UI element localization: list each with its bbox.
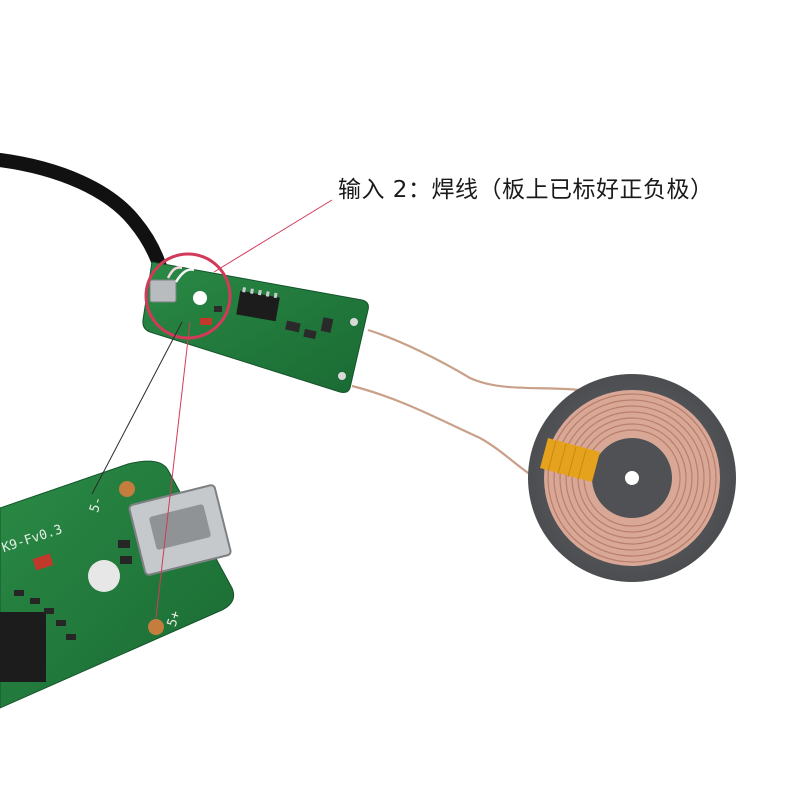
silk-pad-negative-text: 5- xyxy=(87,495,106,515)
pad-negative xyxy=(119,481,135,497)
annotation-caption: 输入 2：焊线（板上已标好正负极） xyxy=(338,177,714,203)
silk-pad-positive-text: 5+ xyxy=(165,609,184,629)
callout-line-caption xyxy=(213,199,333,273)
callout-line-positive xyxy=(155,321,191,619)
charging-coil xyxy=(528,374,736,582)
kapton-tape xyxy=(540,438,600,482)
large-pcb: K9-Fv0.3 5- 5+ xyxy=(0,460,235,709)
callout-line-negative xyxy=(91,321,183,495)
pad-positive xyxy=(148,619,164,635)
small-pcb xyxy=(142,261,369,393)
usb-cable xyxy=(0,153,170,283)
